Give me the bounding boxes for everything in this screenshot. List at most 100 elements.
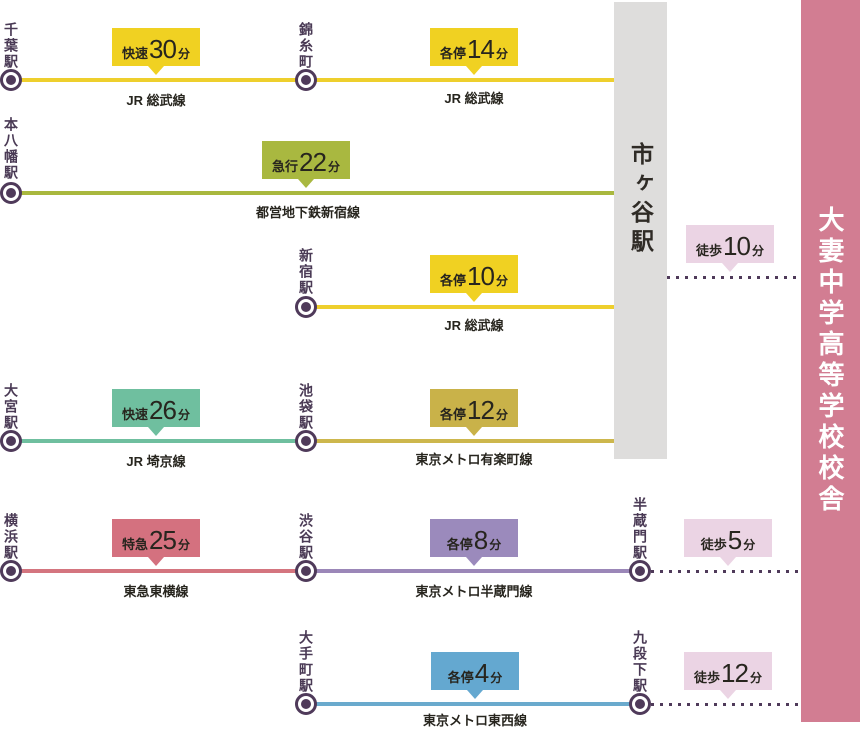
badge-pointer xyxy=(466,427,482,436)
badge-minutes: 14 xyxy=(467,34,495,64)
station-name-kudanshita: 九段下駅 xyxy=(632,630,648,694)
station-name-chiba: 千葉駅 xyxy=(3,22,19,70)
badge-train-type: 各停 xyxy=(447,670,474,685)
line-name-label: JR 埼京線 xyxy=(126,454,186,469)
badge-train-type: 各停 xyxy=(440,46,467,61)
line-name-label: 東京メトロ有楽町線 xyxy=(415,452,533,467)
station-marker-hanzomon xyxy=(629,560,651,582)
badge-pointer xyxy=(720,557,736,566)
badge-walk-type: 徒歩 xyxy=(700,537,727,552)
badge-minutes: 8 xyxy=(473,525,489,555)
badge-unit: 分 xyxy=(495,274,508,288)
badge-pointer xyxy=(148,427,164,436)
badge-train-type: 急行 xyxy=(272,159,299,174)
hub-station-name: 市ヶ谷駅 xyxy=(627,142,654,258)
badge-unit: 分 xyxy=(495,47,508,61)
station-name-kinshicho: 錦糸町 xyxy=(298,22,314,70)
station-name-shinjuku: 新宿駅 xyxy=(298,248,314,296)
station-marker-omiya xyxy=(0,430,22,452)
station-name-shibuya: 渋谷駅 xyxy=(298,513,314,561)
line-name-label: 東京メトロ東西線 xyxy=(422,713,527,728)
badge-unit: 分 xyxy=(490,671,503,685)
badge-minutes: 10 xyxy=(723,231,751,261)
hub-station-bar: 市ヶ谷駅 xyxy=(614,2,667,459)
badge-train-type: 各停 xyxy=(440,407,467,422)
badge-minutes: 10 xyxy=(467,261,495,291)
badge-train-type: 各停 xyxy=(446,537,473,552)
route-line-jr-sobu-2 xyxy=(306,78,614,82)
line-name-label: JR 総武線 xyxy=(126,93,186,108)
badge-pointer xyxy=(466,557,482,566)
badge-minutes: 25 xyxy=(149,525,177,555)
line-name-label: 東急東横線 xyxy=(123,584,189,599)
route-line-toei-shinjuku xyxy=(11,191,614,195)
station-marker-otemachi xyxy=(295,693,317,715)
badge-pointer xyxy=(466,66,482,75)
station-name-otemachi: 大手町駅 xyxy=(298,630,314,694)
line-name-label: JR 総武線 xyxy=(444,91,504,106)
station-marker-shibuya xyxy=(295,560,317,582)
badge-minutes: 26 xyxy=(149,395,177,425)
badge-walk-type: 徒歩 xyxy=(694,670,721,685)
route-line-tokyu-toyoko xyxy=(11,569,306,573)
badge-pointer xyxy=(467,690,483,699)
station-name-ikebukuro: 池袋駅 xyxy=(298,383,314,431)
badge-minutes: 4 xyxy=(474,658,490,688)
line-name-label: 都営地下鉄新宿線 xyxy=(255,205,360,220)
route-line-metro-hanzomon xyxy=(306,569,640,573)
badge-pointer xyxy=(722,263,738,272)
station-name-yokohama: 横浜駅 xyxy=(3,513,19,561)
station-marker-kudanshita xyxy=(629,693,651,715)
badge-minutes: 12 xyxy=(467,395,495,425)
badge-minutes: 12 xyxy=(721,658,749,688)
route-line-jr-sobu-3 xyxy=(306,305,614,309)
badge-unit: 分 xyxy=(495,408,508,422)
walk-dotted-line-hanzomon xyxy=(651,570,801,573)
station-marker-yokohama xyxy=(0,560,22,582)
school-bar: 大妻中学高等学校校舎 xyxy=(801,0,860,722)
badge-unit: 分 xyxy=(743,538,756,552)
badge-train-type: 特急 xyxy=(122,537,149,552)
station-marker-chiba xyxy=(0,69,22,91)
line-name-label: 東京メトロ半蔵門線 xyxy=(415,584,533,599)
badge-minutes: 22 xyxy=(299,147,327,177)
badge-walk-type: 徒歩 xyxy=(696,243,723,258)
route-line-jr-saikyo xyxy=(11,439,306,443)
route-line-metro-tozai xyxy=(306,702,640,706)
station-name-hanzomon: 半蔵門駅 xyxy=(632,497,648,561)
station-marker-shinjuku xyxy=(295,296,317,318)
walk-dotted-line-kudanshita xyxy=(651,703,801,706)
route-line-metro-yurakucho xyxy=(306,439,614,443)
badge-unit: 分 xyxy=(177,47,190,61)
line-name-label: JR 総武線 xyxy=(444,318,504,333)
badge-unit: 分 xyxy=(177,408,190,422)
badge-pointer xyxy=(148,66,164,75)
badge-unit: 分 xyxy=(327,160,340,174)
badge-pointer xyxy=(148,557,164,566)
badge-unit: 分 xyxy=(751,244,764,258)
station-marker-ikebukuro xyxy=(295,430,317,452)
school-name: 大妻中学高等学校校舎 xyxy=(815,206,845,516)
badge-pointer xyxy=(720,690,736,699)
badge-train-type: 各停 xyxy=(440,273,467,288)
station-marker-motoyawata xyxy=(0,182,22,204)
badge-train-type: 快速 xyxy=(122,46,149,61)
badge-pointer xyxy=(298,179,314,188)
badge-pointer xyxy=(466,293,482,302)
badge-train-type: 快速 xyxy=(122,407,149,422)
badge-unit: 分 xyxy=(177,538,190,552)
station-marker-kinshicho xyxy=(295,69,317,91)
station-name-motoyawata: 本八幡駅 xyxy=(3,117,19,181)
walk-dotted-line-ichigaya xyxy=(667,276,801,279)
